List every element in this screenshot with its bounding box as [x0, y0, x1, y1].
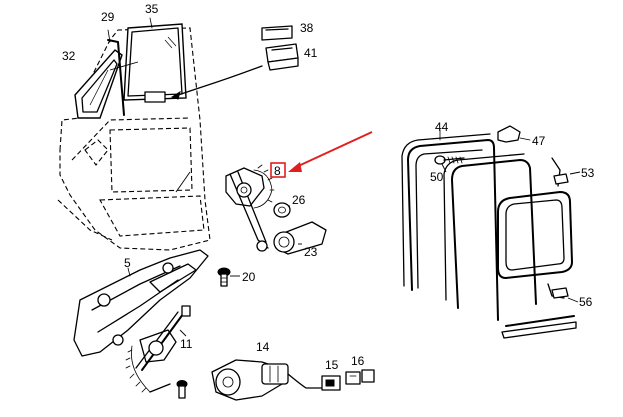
callout-47: 47: [532, 134, 546, 148]
cover-23: [273, 221, 327, 255]
screw-20: [217, 267, 231, 287]
connector-16: [345, 369, 375, 385]
clip-leader-curve: [174, 65, 263, 97]
clip-47: [497, 125, 531, 143]
window-frame-53: [497, 157, 573, 279]
callout-23: 23: [304, 245, 318, 259]
connector-15: [321, 375, 341, 391]
callout-26: 26: [292, 193, 306, 207]
callout-38: 38: [300, 21, 314, 35]
callout-44: 44: [435, 120, 449, 134]
quarter-window-32: [74, 49, 123, 119]
callout-8: 8: [274, 164, 281, 178]
callout-20: 20: [242, 270, 256, 284]
callout-5: 5: [124, 256, 131, 270]
regulator-assembly-5: [73, 249, 209, 357]
window-regulator-8: [225, 164, 275, 252]
window-glass-35: [123, 17, 187, 103]
window-motor-14: [211, 359, 323, 401]
clip-leader-arrow: [170, 90, 181, 100]
callout-50: 50: [430, 170, 444, 184]
callout-29: 29: [101, 10, 115, 24]
sill-strip-56: [501, 283, 577, 339]
leader-lines: [109, 61, 581, 337]
callout-35: 35: [145, 2, 159, 16]
callout-8-arrow-head: [288, 162, 302, 172]
channel-29: [107, 29, 125, 116]
glass-clip-41: [265, 43, 299, 71]
callout-11: 11: [180, 337, 193, 351]
callout-56: 56: [579, 295, 593, 309]
callout-32: 32: [62, 49, 76, 63]
glass-clip-38: [261, 25, 293, 41]
callout-8-arrow-line: [293, 131, 373, 169]
bush-26: [273, 202, 291, 218]
regulator-mechanism-11: [125, 305, 191, 393]
callout-8-highlight-box: [270, 162, 286, 178]
screw-bottom: [176, 380, 188, 399]
callout-14: 14: [256, 340, 270, 354]
seal-50: [443, 153, 537, 309]
callout-16: 16: [351, 354, 365, 368]
callout-53: 53: [581, 166, 595, 180]
callout-15: 15: [325, 358, 339, 372]
run-channel-44: [401, 129, 499, 321]
screw-50: [434, 155, 465, 165]
callout-41: 41: [304, 46, 318, 60]
